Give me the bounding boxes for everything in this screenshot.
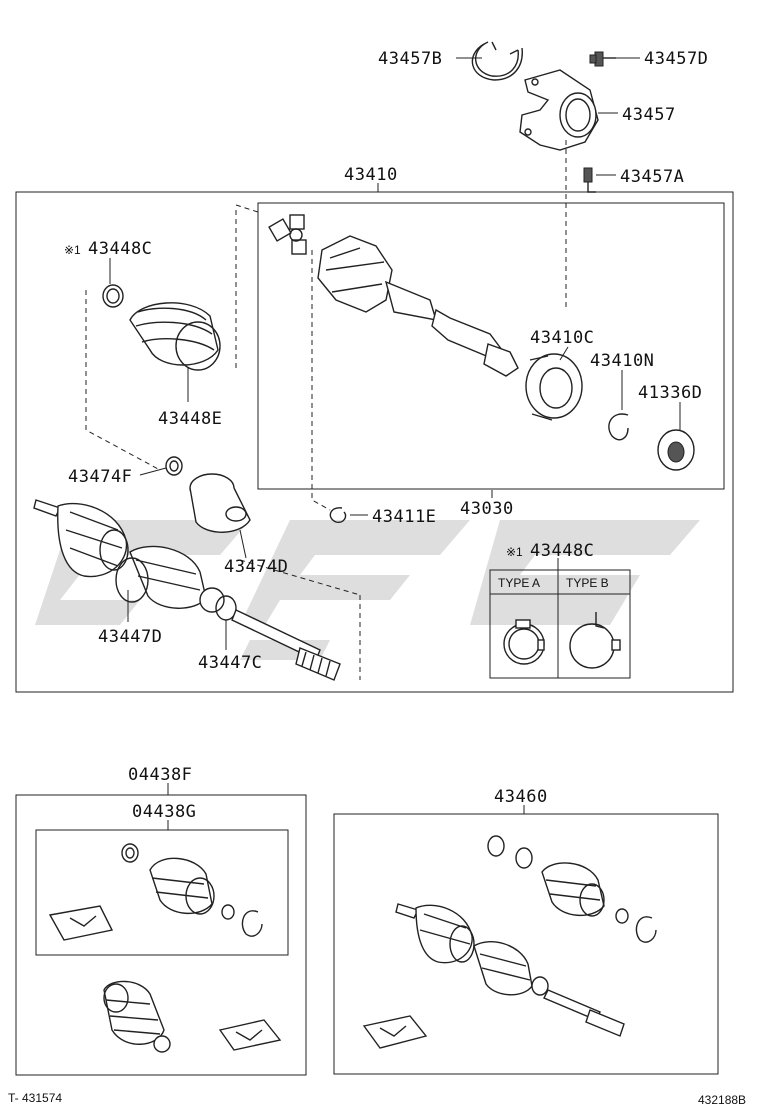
kit-boot-part <box>149 857 215 915</box>
assy-small-rings <box>615 908 657 943</box>
label-43457D: 43457D <box>644 49 708 69</box>
label-43447C: 43447C <box>198 653 262 673</box>
type-table-frame <box>489 569 631 679</box>
bearing-bracket-part <box>519 69 599 151</box>
bolt-part <box>589 51 616 67</box>
label-43460: 43460 <box>494 787 548 807</box>
footer-left-code: T- 431574 <box>8 1091 62 1105</box>
label-43410N: 43410N <box>590 351 654 371</box>
label-43030: 43030 <box>460 499 514 519</box>
label-43457B: 43457B <box>378 49 442 69</box>
label-43457: 43457 <box>622 105 676 125</box>
assy-grease-pack <box>362 1015 428 1049</box>
type-a-header: TYPE A <box>498 576 540 590</box>
small-clip-part <box>329 507 347 524</box>
boot-clamp-small-part <box>102 284 124 308</box>
label-43474F: 43474F <box>68 467 132 487</box>
label-04438F: 04438F <box>128 765 192 785</box>
label-43474D: 43474D <box>224 557 288 577</box>
type-b-clamp <box>569 612 621 669</box>
kit-clamp-part <box>121 843 139 863</box>
seal-part <box>657 429 695 471</box>
drive-shaft-assembly <box>33 499 341 681</box>
bearing-part <box>525 353 583 421</box>
assy-drive-shaft <box>395 903 625 1037</box>
label-43457A: 43457A <box>620 167 684 187</box>
inner-housing-part <box>317 235 519 377</box>
assy-boot-part <box>541 862 605 917</box>
boot-clamp-part <box>165 456 183 476</box>
type-b-header: TYPE B <box>566 576 609 590</box>
shaft-assembly-frame <box>333 813 719 1075</box>
boot-kit-frame <box>15 794 307 1076</box>
main-assembly-frame <box>15 191 734 693</box>
label-43447D: 43447D <box>98 627 162 647</box>
label-43410: 43410 <box>344 165 398 185</box>
note-mark-2: ※1 <box>506 545 523 559</box>
label-41336D: 41336D <box>638 383 702 403</box>
assy-clamps <box>487 835 533 869</box>
snap-ring-part <box>471 41 523 81</box>
label-04438G: 04438G <box>132 802 196 822</box>
note-mark-1: ※1 <box>64 243 81 257</box>
label-43411E: 43411E <box>372 507 436 527</box>
label-43410C: 43410C <box>530 328 594 348</box>
damper-part <box>189 473 251 533</box>
kit-small-rings <box>221 904 263 937</box>
tripod-part <box>268 214 307 255</box>
grease-pack-part <box>48 905 114 941</box>
pin-part <box>583 167 596 193</box>
label-43448C: 43448C <box>88 239 152 259</box>
label-43448C-type: 43448C <box>530 541 594 561</box>
clip-ring-part <box>608 413 629 441</box>
boot-kit-inner-frame <box>35 829 289 956</box>
kit-outer-boot-part <box>103 980 171 1053</box>
grease-pack-part-2 <box>218 1019 282 1051</box>
inner-joint-frame <box>257 202 725 490</box>
boot-part <box>129 302 221 371</box>
footer-right-code: 432188B <box>698 1093 746 1107</box>
label-43448E: 43448E <box>158 409 222 429</box>
type-a-clamp <box>503 619 545 665</box>
